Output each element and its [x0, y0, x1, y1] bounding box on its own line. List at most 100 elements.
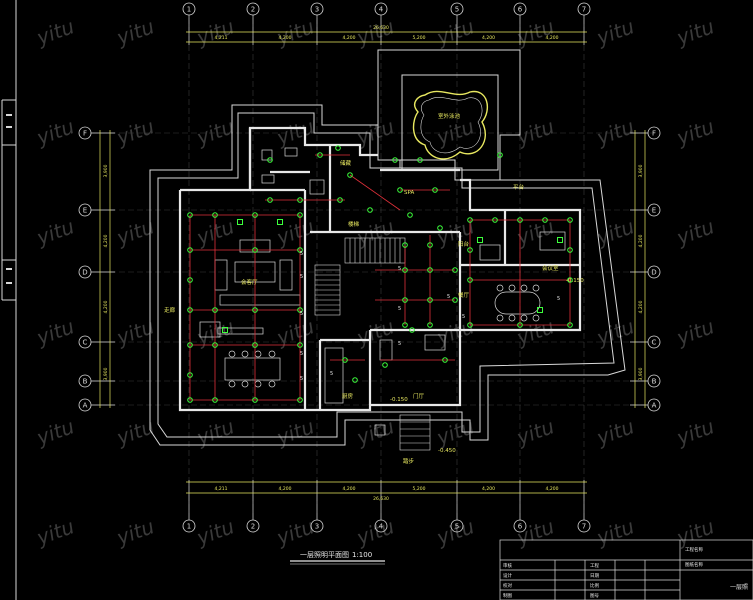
- light-fixture-square: [222, 327, 228, 333]
- dim-left: 4,200: [103, 300, 109, 313]
- light-fixture: [335, 145, 341, 151]
- light-fixture: [212, 307, 218, 313]
- light-fixture: [397, 187, 403, 193]
- light-fixture: [297, 247, 303, 253]
- light-fixture: [402, 242, 408, 248]
- dim-top: 4,200: [343, 35, 356, 41]
- col-axis-bottom-label: 4: [379, 523, 384, 531]
- light-fixture: [467, 217, 473, 223]
- light-fixture: [402, 267, 408, 273]
- svg-text:5: 5: [330, 371, 333, 377]
- row-axis-left-bubble: [78, 203, 92, 217]
- light-fixture: [187, 397, 193, 403]
- light-fixture-square: [477, 237, 483, 243]
- svg-text:5: 5: [398, 266, 401, 272]
- label-lobby: 门厅: [413, 392, 425, 400]
- light-fixture: [467, 322, 473, 328]
- label-level-2: -0.450: [438, 448, 456, 454]
- svg-text:5: 5: [300, 311, 303, 317]
- light-fixture: [367, 207, 373, 213]
- light-fixture: [347, 172, 353, 178]
- sheet-border-marks: [6, 114, 12, 284]
- label-living: 会客厅: [241, 278, 258, 286]
- svg-text:5: 5: [300, 376, 303, 382]
- dim-bottom-total: 26,630: [373, 496, 389, 502]
- light-fixture: [407, 212, 413, 218]
- row-axis-right-label: E: [652, 207, 656, 215]
- light-fixture: [317, 152, 323, 158]
- light-fixture: [427, 267, 433, 273]
- col-axis-bottom-bubble: [246, 519, 260, 533]
- light-fixture: [342, 357, 348, 363]
- label-spa: SPA: [404, 190, 414, 196]
- label-pool: 室外泳池: [438, 112, 461, 120]
- wiring: [189, 154, 571, 401]
- col-axis-bottom-bubble: [310, 519, 324, 533]
- tb-sheet: 一层照: [730, 584, 748, 591]
- dim-right: 3,900: [638, 164, 644, 177]
- light-fixture: [297, 197, 303, 203]
- col-axis-top-bubble: [577, 2, 591, 16]
- dim-bottom: 4,200: [343, 486, 356, 492]
- label-corridor: 走廊: [164, 306, 176, 314]
- light-fixture: [187, 342, 193, 348]
- tb-row-2: 校对: [503, 582, 512, 589]
- light-fixture: [427, 242, 433, 248]
- dim-bottom: 4,200: [546, 486, 559, 492]
- dim-top: 4,211: [215, 35, 228, 41]
- light-fixture: [567, 247, 573, 253]
- light-fixture: [212, 342, 218, 348]
- light-fixture: [297, 397, 303, 403]
- col-axis-bottom-bubble: [182, 519, 196, 533]
- label-terrace: 平台: [513, 183, 525, 191]
- col-axis-top-label: 5: [455, 6, 459, 14]
- svg-text:5: 5: [300, 274, 303, 280]
- light-fixture: [187, 247, 193, 253]
- col-axis-top-label: 1: [187, 6, 191, 14]
- label-stair: 楼梯: [348, 220, 360, 228]
- light-fixture: [187, 212, 193, 218]
- label-level-1: -0.150: [390, 397, 408, 403]
- light-fixture-square: [237, 219, 243, 225]
- col-axis-bottom-bubble: [374, 519, 388, 533]
- dim-top-total: 26,630: [373, 25, 389, 31]
- col-axis-bottom-bubble: [450, 519, 464, 533]
- dim-top: 4,200: [546, 35, 559, 41]
- svg-text:5: 5: [447, 294, 450, 300]
- row-axis-right-bubble: [647, 265, 661, 279]
- light-fixture: [517, 217, 523, 223]
- row-axis-right-bubble: [647, 126, 661, 140]
- col-axis-bottom-bubble: [513, 519, 527, 533]
- label-meeting: 会议室: [542, 264, 559, 272]
- light-fixture: [492, 217, 498, 223]
- light-fixture: [437, 225, 443, 231]
- dim-bottom: 4,200: [279, 486, 292, 492]
- light-fixture: [452, 297, 458, 303]
- tb-cell-1: 日期: [590, 573, 599, 579]
- col-axis-top-bubble: [513, 2, 527, 16]
- light-fixture: [252, 307, 258, 313]
- row-axis-left-bubble: [78, 374, 92, 388]
- col-axis-top-label: 7: [582, 6, 586, 14]
- drawing-title-text: 一层照明平面图: [300, 551, 349, 559]
- tb-row-3: 制图: [503, 592, 512, 599]
- dimension-lines: [99, 31, 646, 494]
- dim-right: 4,200: [638, 300, 644, 313]
- col-axis-top-bubble: [450, 2, 464, 16]
- light-fixture: [297, 307, 303, 313]
- light-fixture: [427, 297, 433, 303]
- light-fixture: [252, 247, 258, 253]
- light-fixture: [567, 277, 573, 283]
- tb-cell-2: 比例: [590, 582, 599, 589]
- tb-cell-0: 工程: [590, 562, 599, 569]
- tb-drawing: 图纸名称: [685, 561, 703, 568]
- light-fixture: [392, 157, 398, 163]
- row-axis-right-label: F: [652, 130, 656, 138]
- row-axis-left-label: D: [82, 269, 87, 277]
- light-fixture: [402, 297, 408, 303]
- row-axis-right-bubble: [647, 374, 661, 388]
- row-axis-right-bubble: [647, 335, 661, 349]
- col-axis-bottom-label: 6: [518, 523, 523, 531]
